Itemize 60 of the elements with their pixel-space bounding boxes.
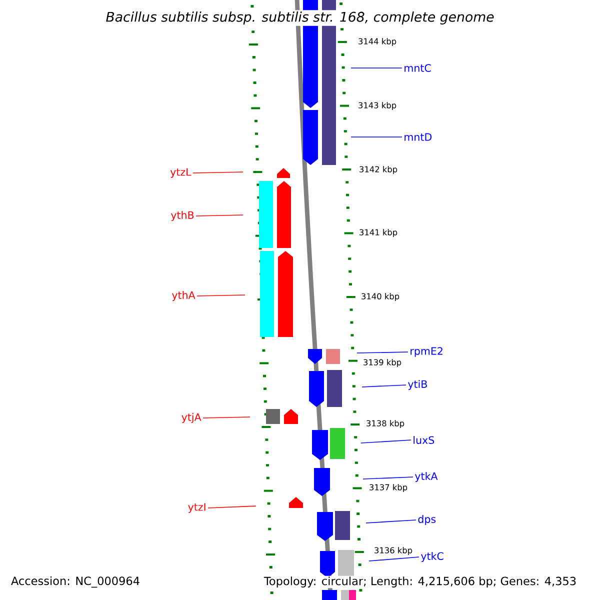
leader-line (356, 352, 408, 354)
gene-label: ytzL (170, 168, 192, 178)
gene-feature (314, 468, 330, 496)
gene-feature (260, 251, 274, 337)
leader-line (208, 506, 256, 508)
tick-label: 3140 kbp (362, 293, 400, 301)
title: Bacillus subtilis subsp. subtilis str. 168, complete genome (104, 10, 496, 26)
gene-label: ytkA (414, 472, 438, 482)
gene-label: ythB (170, 211, 194, 221)
tick-label: 3139 kbp (364, 359, 402, 367)
gene-feature (266, 409, 280, 424)
gene-label: rpmE2 (410, 347, 442, 357)
gene-feature (317, 512, 333, 541)
leader-line (192, 172, 244, 174)
gene-feature (320, 551, 335, 578)
gene-feature (277, 181, 291, 248)
gene-feature (284, 409, 298, 424)
tick-label: 3142 kbp (360, 166, 398, 174)
tick-label: 3141 kbp (360, 229, 398, 237)
gene-feature (303, 110, 318, 165)
gene-label: mntC (404, 64, 431, 72)
tick-label: 3144 kbp (358, 38, 396, 46)
gene-label: ythA (172, 291, 196, 301)
leader-line (368, 556, 420, 562)
gene-feature (308, 349, 322, 364)
gene-feature (277, 168, 290, 178)
gene-feature (312, 430, 328, 460)
gene-label: dps (418, 515, 436, 525)
tick-label: 3137 kbp (370, 484, 408, 492)
leader-line (360, 440, 412, 444)
leader-line (350, 136, 402, 138)
gene-label: luxS (414, 436, 434, 444)
gene-feature (259, 181, 273, 248)
gene-label: mntD (404, 133, 432, 141)
gene-feature (330, 428, 345, 459)
leader-line (366, 520, 416, 524)
footer-text: Accession: NC_000964 (10, 576, 141, 588)
gene-label: ytjA (182, 413, 202, 423)
leader-line (362, 476, 414, 480)
gene-feature (278, 251, 293, 337)
gene-feature (322, 590, 337, 600)
gene-feature (289, 497, 303, 508)
footer-text: Topology: circular; Length: 4,215,606 bp; Genes: 4,353 (263, 576, 578, 588)
leader-line (362, 384, 406, 388)
gene-feature (309, 371, 324, 407)
tick-label: 3136 kbp (374, 547, 412, 555)
gene-feature (338, 550, 354, 576)
leader-line (196, 294, 246, 296)
gene-label: ytzI (188, 503, 206, 513)
gene-feature (349, 590, 356, 600)
leader-line (196, 214, 244, 216)
gene-feature (341, 590, 349, 600)
gene-feature (335, 511, 350, 540)
gene-label: ytkC (420, 552, 444, 562)
gene-feature (327, 370, 342, 407)
tick-label: 3143 kbp (358, 102, 396, 110)
leader-line (202, 416, 250, 418)
tick-label: 3138 kbp (366, 420, 404, 428)
gene-feature (326, 349, 340, 364)
gene-label: ytiB (408, 380, 427, 390)
